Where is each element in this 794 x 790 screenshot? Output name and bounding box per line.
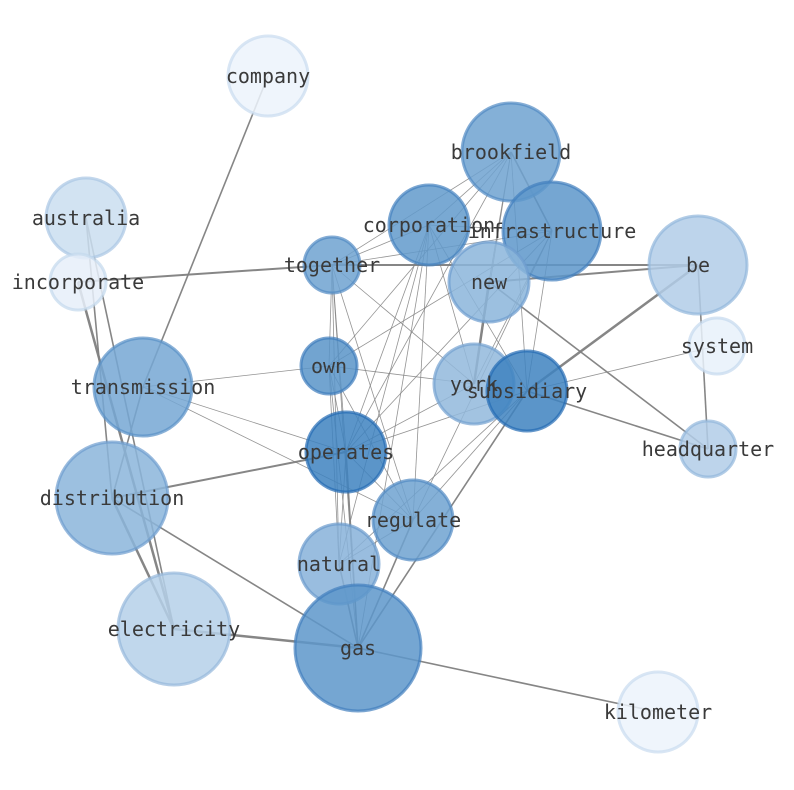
node-infrastructure	[501, 180, 603, 282]
node-label-own: own	[311, 354, 347, 378]
label-layer: company australia incorporate transmission d…	[12, 64, 774, 724]
node-company	[226, 34, 310, 118]
node-label-corporation: corporation	[363, 213, 495, 237]
node-transmission	[92, 336, 194, 438]
node-distribution	[54, 440, 170, 556]
node-label-electricity: electricity	[108, 617, 240, 641]
node-label-regulate: regulate	[365, 508, 461, 532]
node-gas	[293, 583, 423, 713]
node-layer	[44, 34, 749, 754]
edge-company-transmission	[142, 75, 269, 388]
node-label-york: york	[450, 372, 498, 396]
edge-new-headquarter	[488, 281, 709, 450]
edge-brookfield-operates	[345, 151, 512, 453]
node-label-system: system	[681, 334, 753, 358]
node-own	[299, 336, 359, 396]
edge-incorporate-together	[77, 264, 333, 283]
node-label-kilometer: kilometer	[604, 700, 712, 724]
edge-corporation-natural	[338, 224, 430, 565]
node-label-new: new	[471, 270, 508, 294]
node-label-brookfield: brookfield	[451, 140, 571, 164]
node-label-subsidiary: subsidiary	[467, 379, 587, 403]
node-label-together: together	[284, 253, 380, 277]
node-corporation	[387, 183, 471, 267]
node-operates	[304, 410, 388, 494]
edge-corporation-regulate	[412, 224, 430, 521]
node-subsidiary	[485, 349, 569, 433]
node-electricity	[116, 571, 232, 687]
node-label-incorporate: incorporate	[12, 270, 144, 294]
node-label-transmission: transmission	[71, 375, 216, 399]
node-label-be: be	[686, 253, 710, 277]
node-be	[647, 214, 749, 316]
node-label-distribution: distribution	[40, 486, 185, 510]
node-headquarter	[678, 419, 738, 479]
edge-subsidiary-natural	[338, 390, 528, 565]
node-kilometer	[616, 670, 700, 754]
node-new	[447, 240, 531, 324]
node-label-natural: natural	[297, 552, 381, 576]
node-together	[302, 235, 362, 295]
node-label-headquarter: headquarter	[642, 437, 774, 461]
node-label-operates: operates	[298, 440, 394, 464]
node-brookfield	[460, 101, 562, 203]
node-label-australia: australia	[32, 206, 140, 230]
node-label-infrastructure: infrastructure	[468, 219, 637, 243]
node-incorporate	[48, 252, 108, 312]
node-system	[687, 316, 747, 376]
edge-together-regulate	[331, 264, 414, 521]
node-label-gas: gas	[340, 636, 376, 660]
node-label-company: company	[226, 64, 310, 88]
node-regulate	[371, 478, 455, 562]
